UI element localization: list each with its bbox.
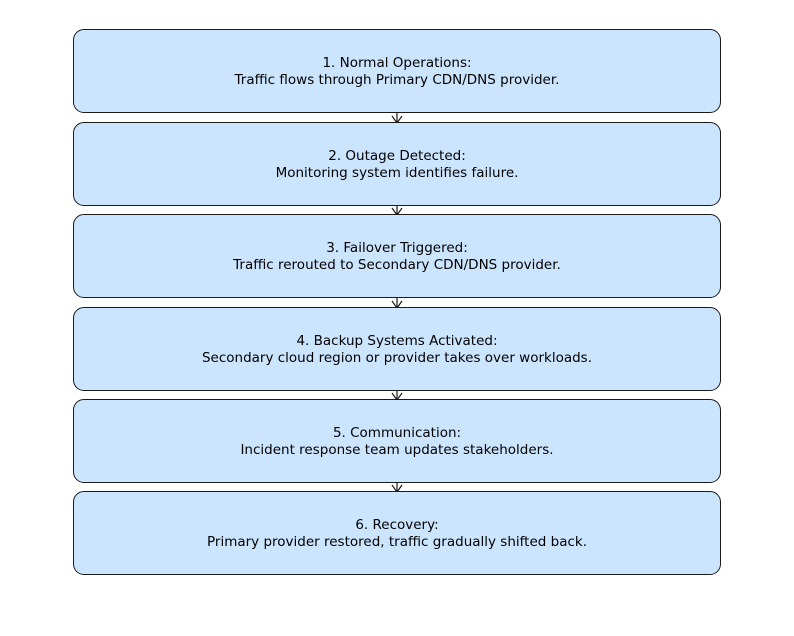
- step-box-outage-detected: 2. Outage Detected: Monitoring system id…: [73, 122, 721, 206]
- step-title: 1. Normal Operations:: [322, 55, 472, 71]
- step-box-backup-systems-activated: 4. Backup Systems Activated: Secondary c…: [73, 307, 721, 391]
- step-description: Traffic flows through Primary CDN/DNS pr…: [234, 71, 560, 88]
- step-box-communication: 5. Communication: Incident response team…: [73, 399, 721, 483]
- step-description: Primary provider restored, traffic gradu…: [207, 533, 587, 550]
- step-title: 3. Failover Triggered:: [326, 240, 468, 256]
- step-description: Incident response team updates stakehold…: [240, 441, 554, 458]
- step-title: 2. Outage Detected:: [328, 148, 466, 164]
- step-box-normal-operations: 1. Normal Operations: Traffic flows thro…: [73, 29, 721, 113]
- step-title: 4. Backup Systems Activated:: [296, 333, 498, 349]
- step-description: Traffic rerouted to Secondary CDN/DNS pr…: [233, 256, 561, 273]
- step-description: Secondary cloud region or provider takes…: [201, 349, 593, 366]
- step-box-failover-triggered: 3. Failover Triggered: Traffic rerouted …: [73, 214, 721, 298]
- step-box-recovery: 6. Recovery: Primary provider restored, …: [73, 491, 721, 575]
- step-title: 5. Communication:: [332, 425, 462, 441]
- step-title: 6. Recovery:: [355, 517, 439, 533]
- step-description: Monitoring system identifies failure.: [275, 164, 519, 181]
